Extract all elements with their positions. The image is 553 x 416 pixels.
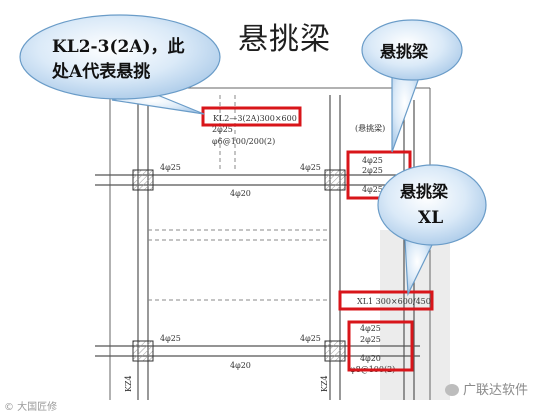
bot-box-line3: 4φ20	[360, 354, 381, 363]
highlight-kl-spec	[201, 106, 302, 127]
watermark-right-text: 广联达软件	[463, 383, 529, 398]
callout-mid-right: 悬挑梁 XL	[377, 164, 487, 297]
bot-box-line2: 2φ25	[360, 335, 381, 344]
xl-spec-label: XL1 300×600/450	[357, 297, 431, 306]
kl-stirrup-label: φ6@100/200(2)	[212, 137, 275, 146]
callout-top-right-bubble	[361, 19, 463, 81]
watermark-left: © 大国匠修	[4, 402, 58, 413]
column-label-left: KZ4	[124, 375, 133, 392]
column-bottom-left	[132, 340, 154, 362]
highlight-xl-spec	[338, 290, 434, 311]
watermark-right: 广联达软件	[445, 379, 528, 398]
tr-box-line2: 2φ25	[362, 166, 383, 175]
callout-left-line1: KL2-3(2A)，此	[52, 36, 185, 57]
tr-box-line3: 4φ25	[362, 185, 383, 194]
callout-mid-right-bubble	[377, 164, 487, 246]
kl-spec-label: KL2—3(2A)300×600	[213, 114, 297, 123]
bot-span-left-rebar: 4φ25	[160, 334, 181, 343]
callout-top-right-text: 悬挑梁	[379, 42, 429, 61]
callout-left-line2: 处A代表悬挑	[51, 61, 150, 82]
callout-top-right: 悬挑梁	[361, 19, 463, 153]
column-top-right	[324, 169, 346, 191]
top-span-right-rebar: 4φ25	[300, 163, 321, 172]
callout-left: KL2-3(2A)，此 处A代表悬挑	[19, 14, 221, 115]
callout-top-right-tail	[391, 69, 421, 153]
callout-left-bubble	[19, 14, 221, 100]
column-bottom-right	[324, 340, 346, 362]
callout-mid-right-line1: 悬挑梁	[399, 182, 449, 201]
tr-box-line1: 4φ25	[362, 156, 383, 165]
kl-top-rebar-label: 2φ25	[212, 125, 233, 134]
top-span-left-rebar: 4φ25	[160, 163, 181, 172]
column-top-left	[132, 169, 154, 191]
cantilever-tag-label: (悬挑梁)	[355, 123, 385, 133]
wechat-icon	[445, 384, 459, 396]
highlight-bottom-box	[347, 320, 414, 372]
bot-box-line1: 4φ25	[360, 324, 381, 333]
bot-span-bottom-rebar: 4φ20	[230, 361, 251, 370]
callout-mid-right-line2: XL	[418, 208, 443, 228]
bot-span-right-rebar: 4φ25	[300, 334, 321, 343]
top-span-bottom-rebar: 4φ20	[230, 189, 251, 198]
page-title: 悬挑梁	[238, 22, 331, 57]
column-label-right: KZ4	[320, 375, 329, 392]
